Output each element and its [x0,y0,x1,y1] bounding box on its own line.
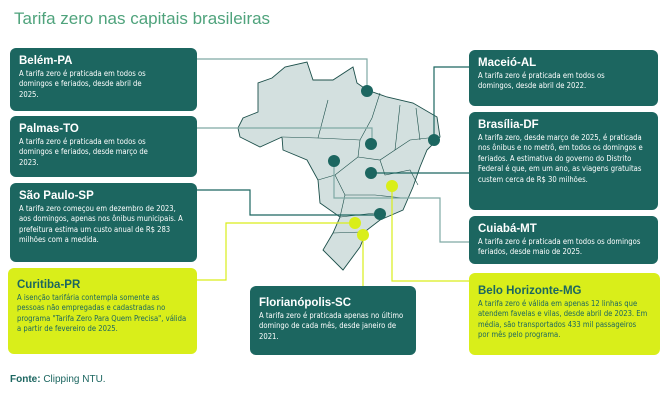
card-title: Brasília-DF [478,119,539,131]
card-brasilia: Brasília-DF A tarifa zero, desde março d… [469,112,658,210]
marker-maceio[interactable] [428,134,440,146]
marker-sao-paulo[interactable] [374,208,386,220]
page-title: Tarifa zero nas capitais brasileiras [14,9,271,28]
marker-brasilia[interactable] [365,167,377,179]
card-title: Belém-PA [19,55,73,67]
card-cuiaba: Cuiabá-MT A tarifa zero é praticada em t… [469,216,658,264]
card-title: Palmas-TO [19,123,79,135]
card-title: Belo Horizonte-MG [478,285,582,297]
marker-palmas[interactable] [365,138,377,150]
marker-florianopolis[interactable] [357,229,369,241]
source-value: Clipping NTU. [43,374,106,385]
city-markers [328,85,440,241]
card-title: São Paulo-SP [19,190,94,202]
card-belem: Belém-PA A tarifa zero é praticada em to… [10,48,197,111]
card-text: A tarifa zero começou em dezembro de 202… [19,204,183,245]
card-florianopolis: Florianópolis-SC A tarifa zero é pratica… [250,286,416,355]
card-title: Florianópolis-SC [259,297,351,309]
card-sao-paulo: São Paulo-SP A tarifa zero começou em de… [10,183,197,262]
marker-belem[interactable] [361,85,373,97]
marker-curitiba[interactable] [349,217,361,229]
marker-cuiaba[interactable] [328,155,340,167]
card-text: A isenção tarifária contempla somente as… [17,293,187,334]
card-text: A tarifa zero é praticada apenas no últi… [259,311,404,341]
card-text: A tarifa zero, desde março de 2025, é pr… [478,133,643,184]
card-text: A tarifa zero é praticada em todos os do… [478,71,605,91]
card-maceio: Maceió-AL A tarifa zero é praticada em t… [469,50,658,106]
card-text: A tarifa zero é praticada em todos os do… [19,137,148,167]
card-text: A tarifa zero é válida em apenas 12 linh… [478,299,648,340]
card-title: Cuiabá-MT [478,223,537,235]
card-text: A tarifa zero é praticada em todos os do… [19,69,146,99]
marker-belo-horizonte[interactable] [386,180,398,192]
state-borders [282,92,438,234]
card-belo-horizonte: Belo Horizonte-MG A tarifa zero é válida… [469,273,660,355]
card-title: Maceió-AL [478,57,537,69]
card-curitiba: Curitiba-PR A isenção tarifária contempl… [8,268,197,354]
card-palmas: Palmas-TO A tarifa zero é praticada em t… [10,116,197,177]
card-title: Curitiba-PR [17,279,81,291]
source-note: Fonte: Clipping NTU. [10,374,106,385]
card-text: A tarifa zero é praticada em todos os do… [478,237,641,257]
connector-lines [197,58,470,288]
source-label: Fonte: [10,374,41,385]
brazil-outline [237,61,441,271]
